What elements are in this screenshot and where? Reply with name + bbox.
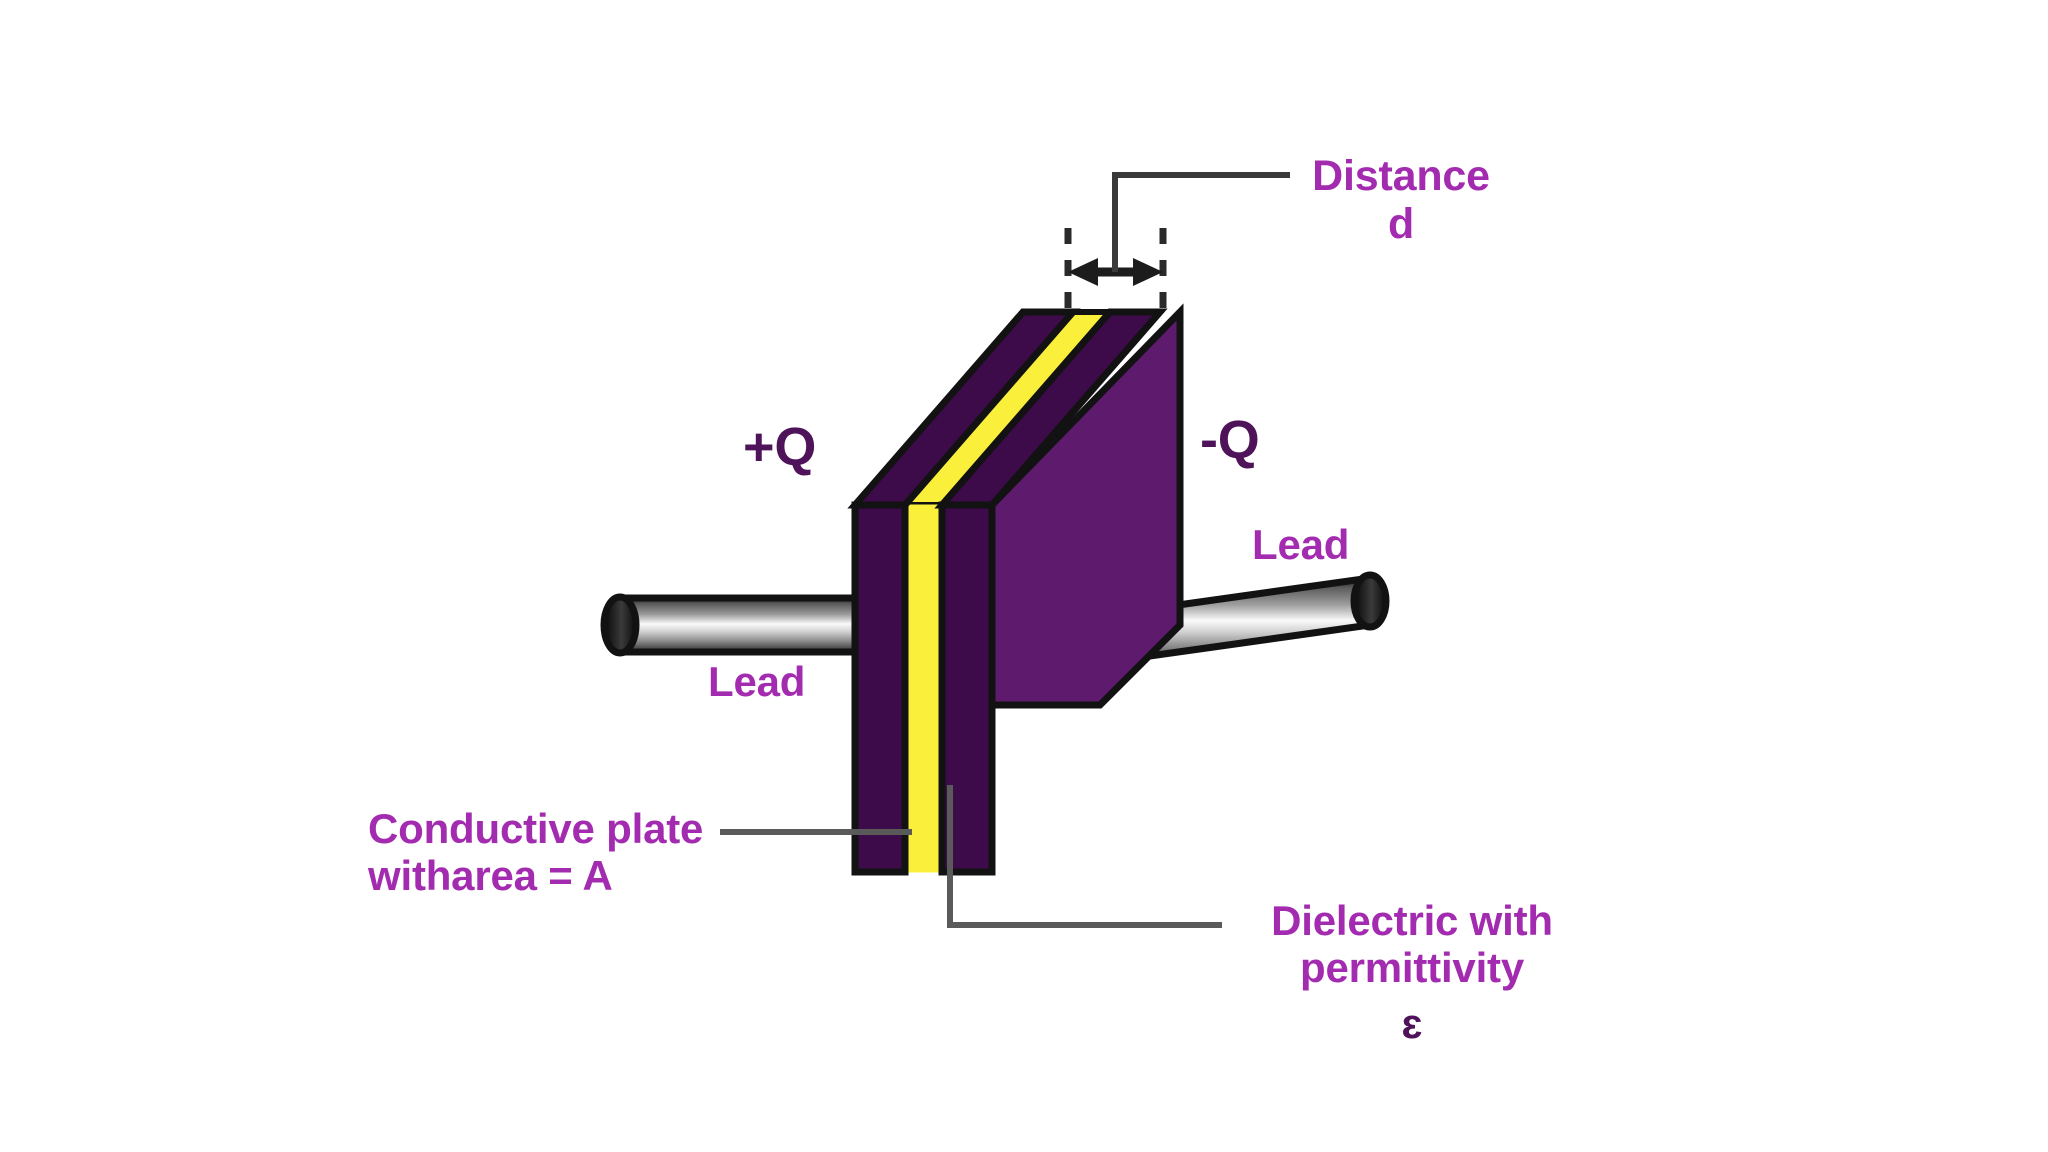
distance-leader-line	[1112, 172, 1290, 272]
distance-dimension	[1064, 172, 1290, 312]
distance-label: Distance d	[1312, 152, 1490, 249]
dielectric-label: Dielectric with permittivity	[1271, 897, 1553, 992]
permittivity-symbol-label: ɛ	[1401, 1000, 1423, 1047]
lead-left	[600, 593, 884, 657]
lead-left-body	[616, 594, 884, 656]
plate-left-front-face	[851, 501, 909, 876]
charge-negative-label: -Q	[1200, 410, 1260, 470]
lead-left-label: Lead	[708, 658, 806, 705]
conductive-plate-label: Conductive plate witharea = A	[368, 805, 704, 900]
lead-right-cap	[1350, 571, 1390, 631]
dielectric-leader-line	[947, 785, 1222, 928]
plate-right-edge-face	[938, 501, 996, 876]
plate-left-positive	[847, 308, 1081, 876]
plate-right-negative	[934, 303, 1184, 876]
lead-left-cap	[600, 593, 640, 657]
lead-right-label: Lead	[1252, 521, 1350, 568]
dimension-arrowhead-left	[1068, 258, 1098, 286]
dimension-arrowhead-right	[1133, 258, 1163, 286]
charge-positive-label: +Q	[743, 417, 817, 477]
